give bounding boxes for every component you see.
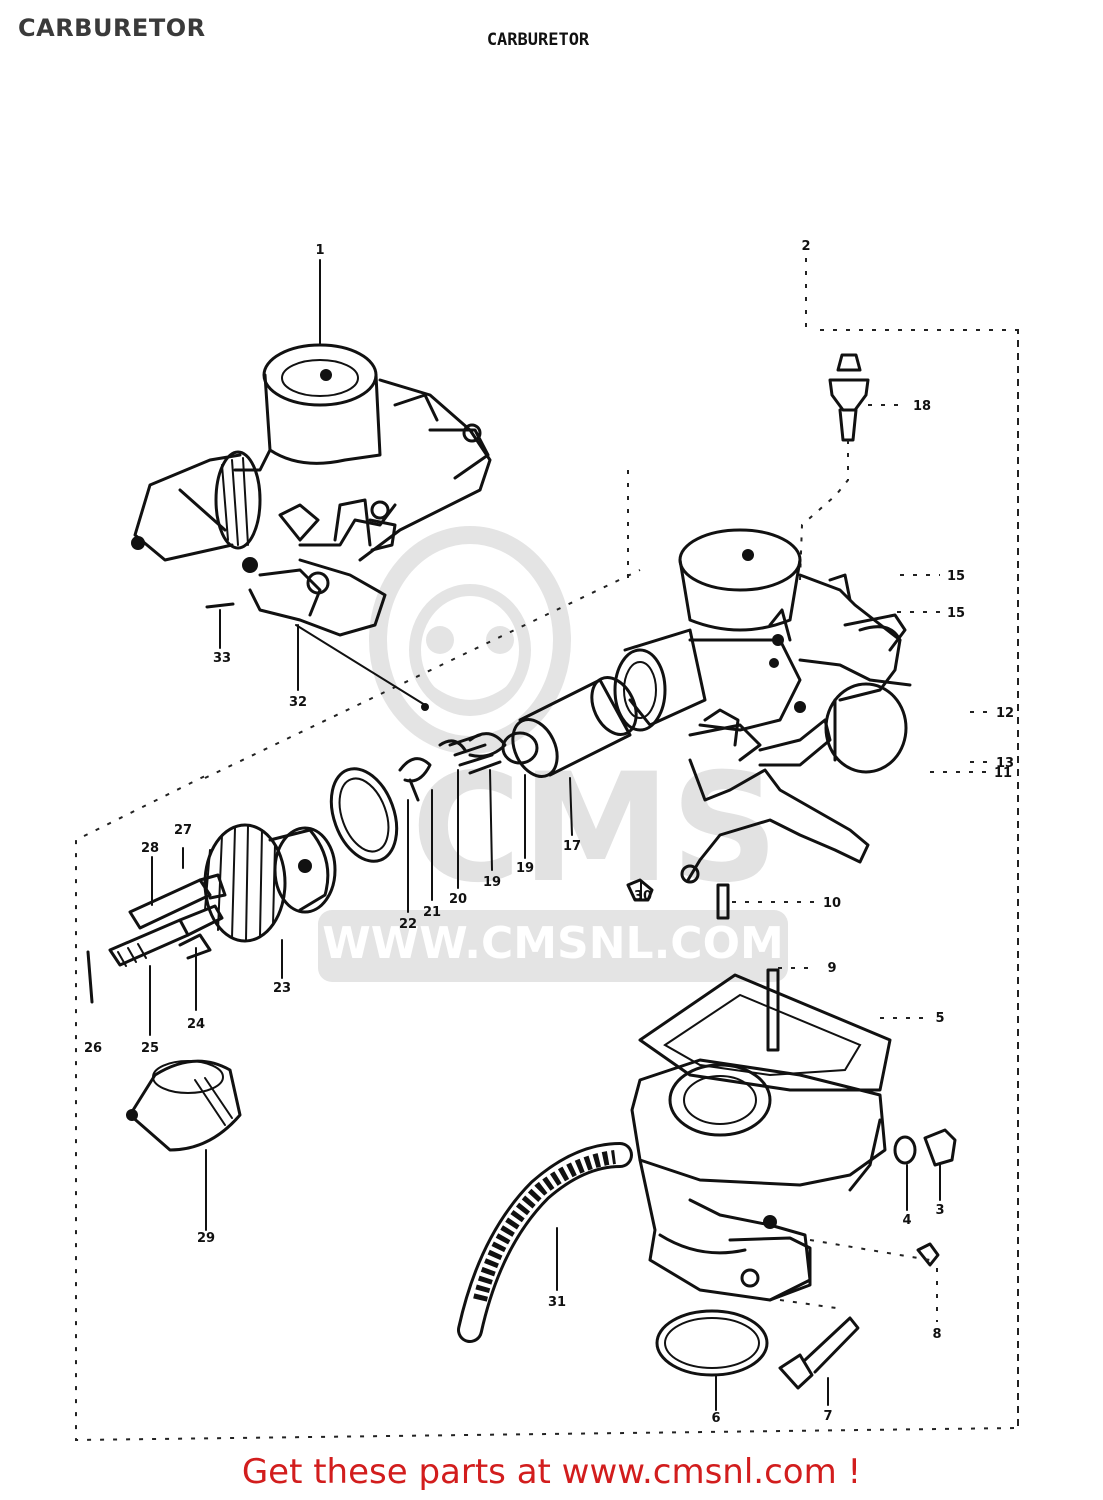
page-title: CARBURETOR [18,14,206,42]
callout-30: 30 [634,889,652,904]
callout-3: 3 [935,1203,944,1218]
callout-31: 31 [548,1295,566,1310]
callout-24: 24 [187,1017,205,1032]
callout-27: 27 [174,823,192,838]
top-cap-part-23 [203,823,337,943]
callout-29: 29 [197,1231,215,1246]
callout-19: 19 [516,861,534,876]
callout-22: 22 [399,917,417,932]
callout-7: 7 [823,1409,832,1424]
callout-20: 20 [449,892,467,907]
float-chamber-gasket-part-5 [638,968,892,1092]
carburetor-body-part-2 [613,528,912,884]
watermark-logo [318,526,788,982]
diagram-heading: CARBURETOR [487,30,590,50]
watermark-url: WWW.CMSNL.COM [322,918,784,969]
callout-28: 28 [141,841,159,856]
small-screws [626,878,730,920]
pin-and-screw [205,602,429,711]
float-chamber-body [630,1058,887,1302]
spring-and-clips [398,731,539,802]
callout-6: 6 [711,1411,720,1426]
callout-23: 23 [273,981,291,996]
callout-21: 21 [423,905,441,920]
overflow-tube-part-31 [457,1142,633,1343]
callout-33: 33 [213,651,231,666]
callout-5: 5 [935,1011,944,1026]
watermark-brand: CMS [411,742,778,916]
footer-link-text[interactable]: Get these parts at www.cmsnl.com ! [241,1452,862,1492]
callout-25: 25 [141,1041,159,1056]
small-fittings [893,1128,957,1267]
callout-10: 10 [823,896,841,911]
callout-17: 17 [563,839,581,854]
callout-32: 32 [289,695,307,710]
needle-jet-part-18 [799,353,870,581]
callout-26: 26 [84,1041,102,1056]
callout-9: 9 [827,961,836,976]
callout-12: 12 [996,706,1014,721]
gasket-ring [329,767,399,863]
assembly-boundary [75,329,1019,1442]
throttle-valve-part-17 [511,676,638,778]
oring-and-bolt [655,1309,860,1390]
rubber-cap-part-29 [126,1059,242,1152]
callout-8: 8 [932,1327,941,1342]
callout-1: 1 [315,243,324,258]
callout-4: 4 [902,1213,911,1228]
adjuster-screws [86,873,227,1004]
callout-15b: 15 [947,606,965,621]
callout-18: 18 [913,399,931,414]
callout-13: 13 [996,756,1014,771]
callout-labels: 1 2 18 15 15 12 13 11 33 32 17 19 19 20 … [84,239,1014,1426]
carburetor-assembly-part-1 [131,343,492,637]
callout-19b: 19 [483,875,501,890]
exploded-parts-diagram: CMS WWW.CMSNL.COM CARBURETOR [75,30,1019,1442]
leader-lines [149,258,992,1411]
callout-2: 2 [801,239,810,254]
callout-11: 11 [994,766,1012,781]
callout-15: 15 [947,569,965,584]
